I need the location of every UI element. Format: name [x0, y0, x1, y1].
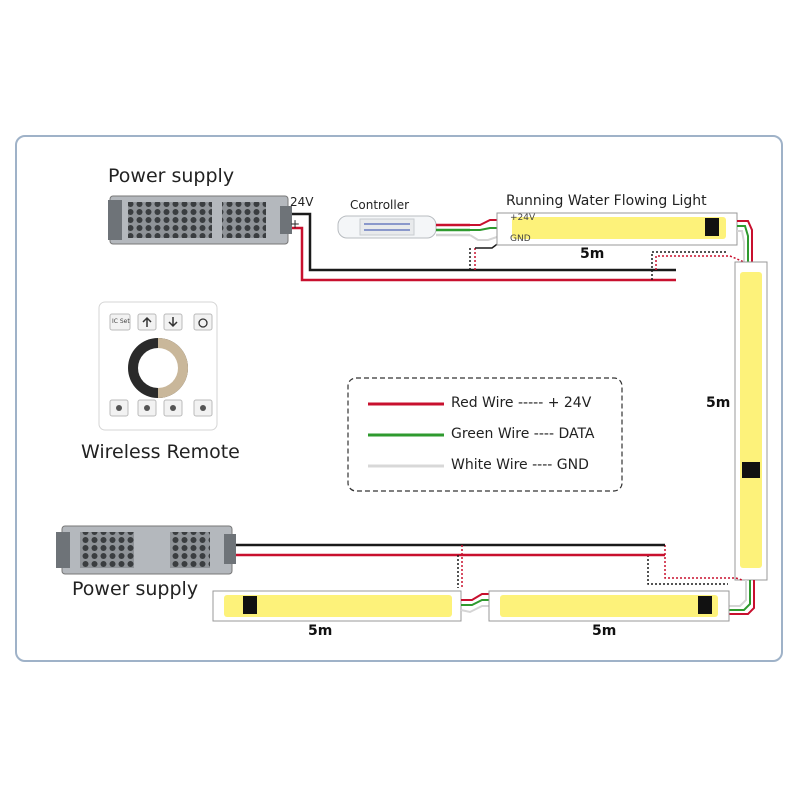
segment-length-label: 5m [580, 246, 605, 262]
strip-plus24-label: +24V [510, 213, 536, 223]
diagram-frame [15, 135, 783, 662]
strip-title: Running Water Flowing Light [506, 193, 707, 209]
wall-remote-icon [98, 301, 218, 431]
power-supply-bottom-label: Power supply [72, 578, 199, 600]
plus-label: + [290, 217, 301, 231]
controller-label: Controller [350, 198, 410, 212]
power-supply-top-icon [108, 195, 292, 245]
led-strip-bottom-left [212, 590, 462, 622]
legend-red-text: Red Wire ----- + 24V [451, 395, 592, 411]
legend-green-text: Green Wire ---- DATA [451, 426, 595, 442]
power-supply-bottom-icon [56, 525, 236, 575]
power-supply-top-label: Power supply [108, 165, 235, 187]
led-strip-top [496, 212, 738, 246]
segment-length-label: 5m [706, 395, 731, 411]
segment-length-label: 5m [592, 623, 617, 639]
voltage-label: 24V [290, 195, 314, 209]
segment-length-label: 5m [308, 623, 333, 639]
legend-box [347, 377, 623, 492]
wireless-remote-label: Wireless Remote [81, 441, 240, 463]
remote-ic-set-label: IC Set [112, 318, 130, 325]
strip-gnd-label: GND [510, 234, 531, 244]
led-strip-right [734, 261, 768, 581]
legend-white-text: White Wire ---- GND [451, 457, 589, 473]
led-strip-bottom-right [488, 590, 730, 622]
controller-icon [337, 215, 437, 239]
